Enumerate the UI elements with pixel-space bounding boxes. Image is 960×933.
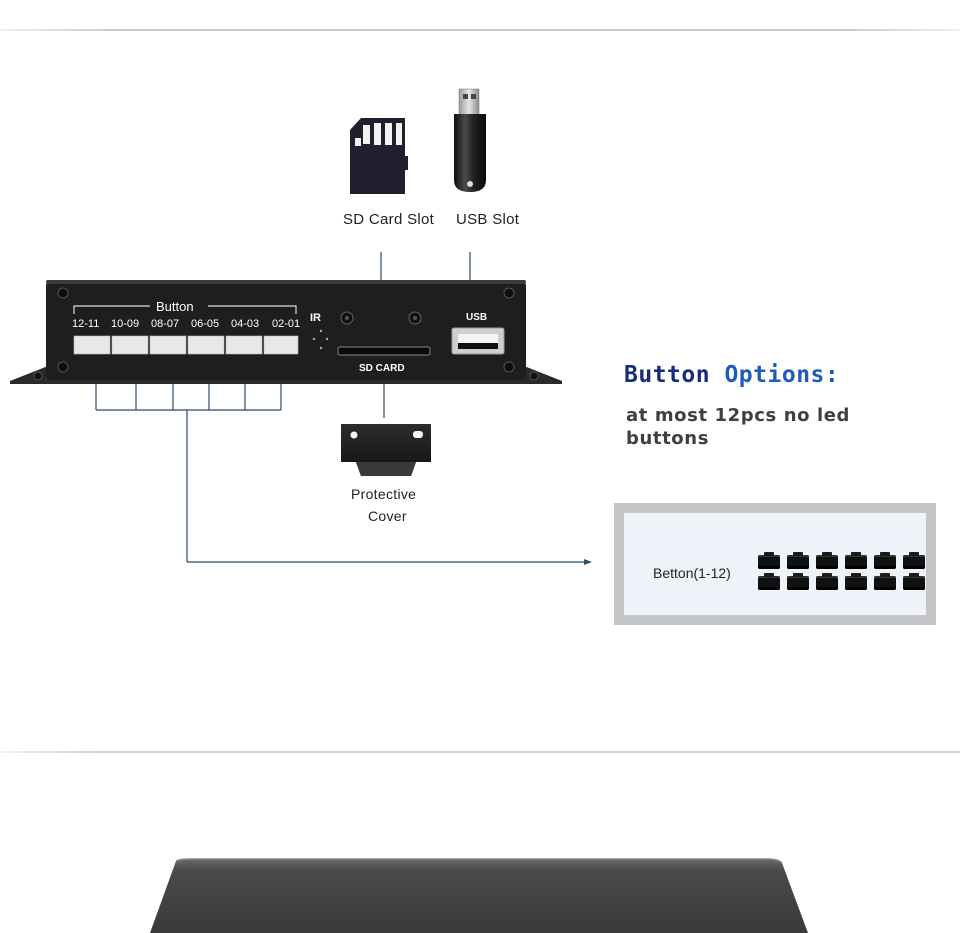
device-top-view — [150, 858, 808, 933]
port-label-10-09: 10-09 — [111, 318, 140, 330]
usb-flash-drive-icon — [454, 88, 486, 192]
button-options-title-word2: Options: — [724, 362, 840, 388]
port-label-08-07: 08-07 — [151, 318, 180, 330]
push-button-icon — [758, 552, 780, 569]
port-label-12-11: 12-11 — [72, 318, 100, 330]
button-options-box-inner: Betton(1-12) — [624, 513, 926, 615]
button-options-title: Button Options: — [624, 362, 839, 388]
sd-card-icon — [350, 118, 408, 194]
button-options-title-word1: Button — [624, 362, 711, 388]
top-divider — [0, 29, 960, 31]
ir-label: IR — [310, 312, 321, 324]
push-button-icon — [845, 552, 867, 569]
push-button-icon — [816, 552, 838, 569]
push-button-icon — [787, 552, 809, 569]
push-button-icon — [903, 573, 925, 590]
button-options-description: at most 12pcs no led buttons — [626, 405, 851, 449]
button-options-box: Betton(1-12) — [614, 503, 936, 625]
button-group-label: Button — [156, 299, 194, 314]
push-button-icon — [874, 552, 896, 569]
protective-cover-label-line1: Protective — [351, 486, 417, 502]
button-options-box-label: Betton(1-12) — [653, 565, 731, 581]
push-button-icon — [816, 573, 838, 590]
protective-cover-icon — [341, 424, 431, 476]
push-button-grid — [758, 548, 928, 594]
usb-port-label: USB — [466, 312, 488, 323]
protective-cover-label-line2: Cover — [368, 508, 407, 524]
push-button-icon — [758, 573, 780, 590]
device-body — [10, 280, 562, 384]
sd-card-port-label: SD CARD — [359, 363, 405, 374]
push-button-icon — [787, 573, 809, 590]
usb-slot-label: USB Slot — [456, 211, 520, 228]
sd-card-slot-label: SD Card Slot — [343, 211, 435, 228]
middle-divider — [0, 751, 960, 753]
device-front-panel: Button 12-11 10-09 08-07 06-05 04-03 02-… — [10, 278, 562, 388]
push-button-icon — [845, 573, 867, 590]
push-button-icon — [874, 573, 896, 590]
port-label-04-03: 04-03 — [231, 318, 260, 330]
port-label-02-01: 02-01 — [272, 318, 301, 330]
push-button-icon — [903, 552, 925, 569]
port-label-06-05: 06-05 — [191, 318, 220, 330]
